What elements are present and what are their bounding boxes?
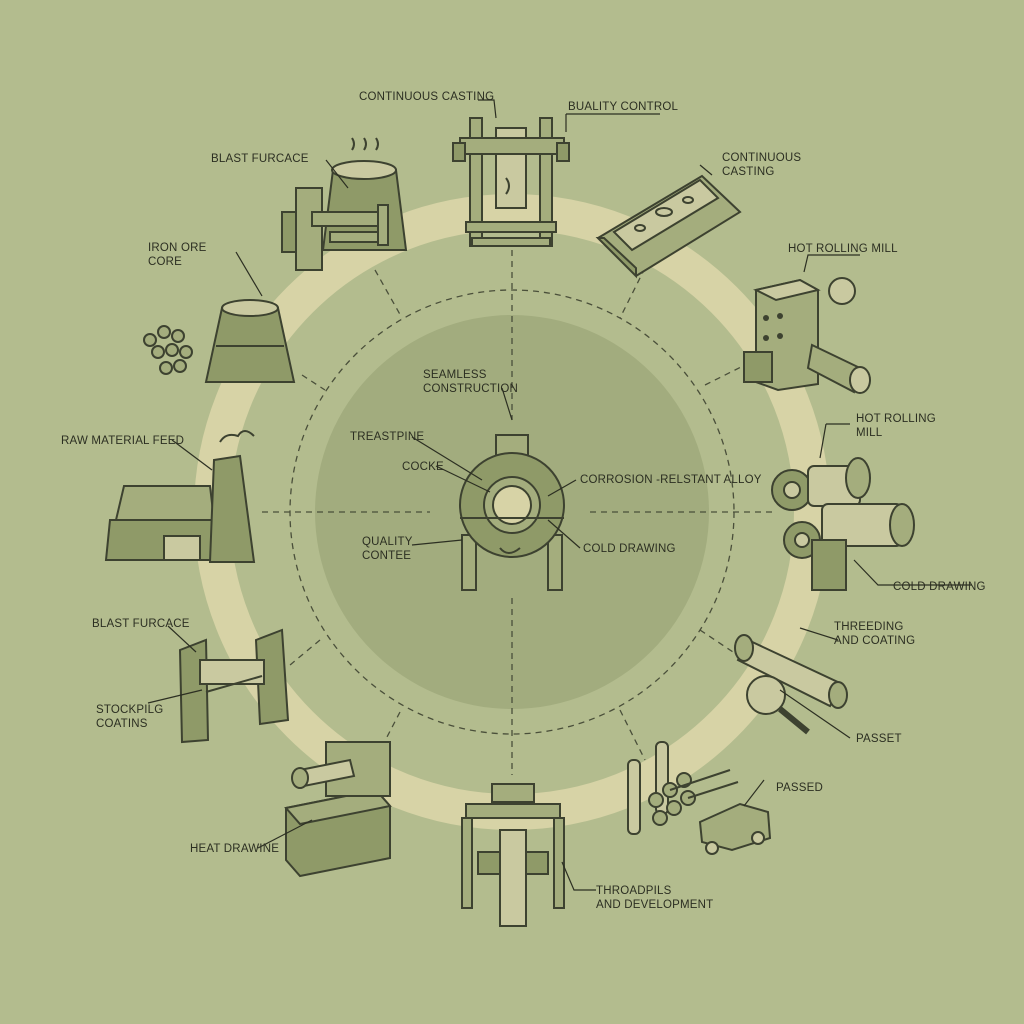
label-line: SEAMLESS xyxy=(423,369,487,381)
label-cold-drawing-center: COLD DRAWING xyxy=(583,543,676,555)
label-quality-contee: QUALITY CONTEE xyxy=(362,535,413,563)
label-blast-furcace-left: BLAST FURCACE xyxy=(92,618,190,630)
label-line: HOT ROLLING xyxy=(856,413,936,425)
label-continuous-casting-right: CONTINUOUS CASTING xyxy=(722,151,801,179)
label-line: CONTINUOUS xyxy=(722,152,802,164)
label-line: MILL xyxy=(856,427,883,439)
label-throadpils: THROADPILS AND DEVELOPMENT xyxy=(596,884,713,912)
iron-ore-cone-icon xyxy=(204,299,296,383)
connector-lines xyxy=(262,250,775,775)
label-heat-drawine: HEAT DRAWINE xyxy=(190,843,280,855)
blast-furnace-icon xyxy=(281,137,408,271)
label-raw-material-feed: RAW MATERIAL FEED xyxy=(61,435,185,447)
label-line: CONSTRUCTION xyxy=(423,383,519,395)
leader-lines xyxy=(147,99,972,891)
casting-trough-icon xyxy=(595,174,742,279)
label-hot-rolling-mill-1: HOT ROLLING MILL xyxy=(788,243,898,255)
rolling-gears-icon xyxy=(771,457,915,591)
label-line: CORE xyxy=(148,256,183,268)
central-pipe-icon xyxy=(459,434,565,591)
label-cold-drawing-right: COLD DRAWING xyxy=(893,581,986,593)
label-corrosion-resistant-alloy: CORROSION -RELSTANT ALLOY xyxy=(580,474,762,486)
label-blast-furcace-top: BLAST FURCACE xyxy=(211,153,309,165)
hot-rolling-mill-box-icon xyxy=(743,277,871,394)
factory-icon xyxy=(104,430,256,563)
label-line: THROADPILS xyxy=(596,885,672,897)
label-treastpine: TREASTPINE xyxy=(350,431,425,443)
label-line: AND DEVELOPMENT xyxy=(596,899,714,911)
label-line: QUALITY xyxy=(362,536,413,548)
ore-pellets-icon xyxy=(143,325,193,375)
continuous-casting-machine-icon xyxy=(452,117,570,247)
label-line: IRON ORE xyxy=(148,242,207,254)
label-line: THREEDING xyxy=(834,621,904,633)
label-line: CASTING xyxy=(722,166,775,178)
label-stockpilg: STOCKPILG COATINS xyxy=(96,703,163,731)
heat-drawing-machine-icon xyxy=(284,741,392,878)
rolling-stand-icon xyxy=(178,628,290,744)
label-seamless-construction: SEAMLESS CONSTRUCTION xyxy=(423,368,518,396)
label-line: STOCKPILG xyxy=(96,704,164,716)
label-iron-ore-core: IRON ORE CORE xyxy=(148,241,206,269)
magnifier-icon xyxy=(746,675,810,735)
label-hot-rolling-mill-2: HOT ROLLING MILL xyxy=(856,412,936,440)
label-passet: PASSET xyxy=(856,733,902,745)
vertical-press-icon xyxy=(461,783,565,927)
inspection-pipe-icon xyxy=(734,634,848,709)
label-line: AND COATING xyxy=(834,635,916,647)
pipe-bundle-icon xyxy=(648,769,739,826)
label-cocke: COCKE xyxy=(402,461,444,473)
label-line: COATINS xyxy=(96,718,148,730)
delivery-truck-icon xyxy=(698,802,772,855)
label-quality-control: BUALITY CONTROL xyxy=(568,101,679,113)
label-line: CONTEE xyxy=(362,550,412,562)
label-continuous-casting-top: CONTINUOUS CASTING xyxy=(359,91,495,103)
label-passed: PASSED xyxy=(776,782,824,794)
label-threeding-coating: THREEDING AND COATING xyxy=(834,620,915,648)
